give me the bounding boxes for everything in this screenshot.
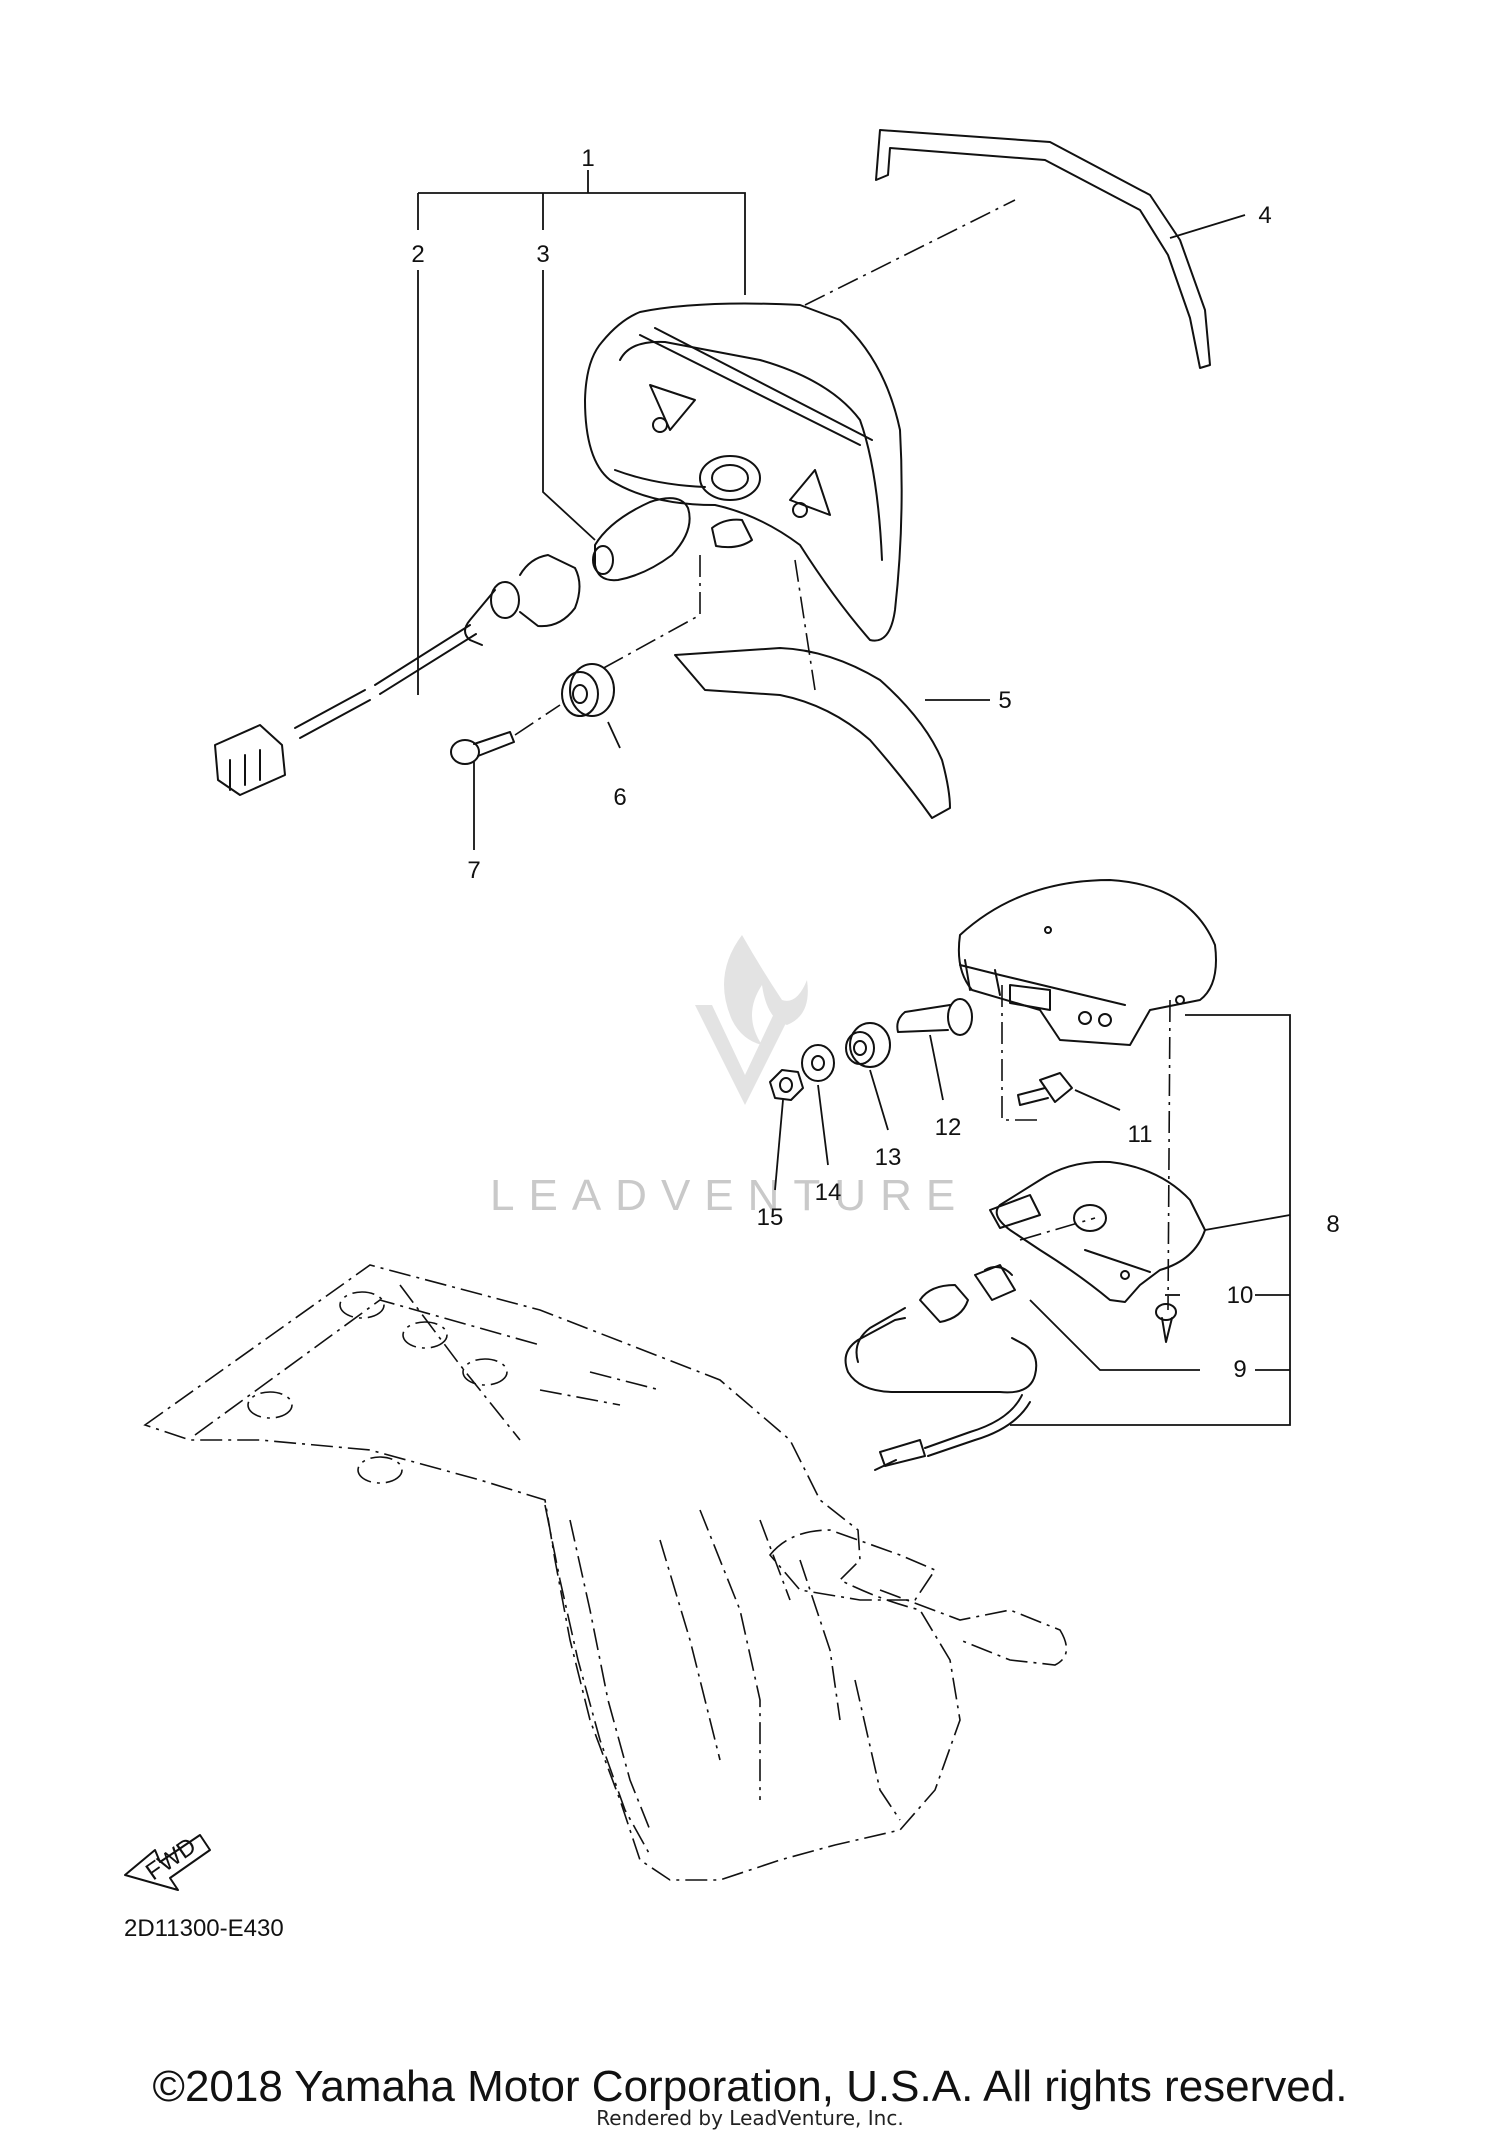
- callout-8[interactable]: 8: [1326, 1211, 1339, 1238]
- part-7-screw[interactable]: [450, 731, 515, 765]
- callout-2[interactable]: 2: [411, 241, 424, 268]
- lower-lamp-bracket[interactable]: [989, 1160, 1206, 1303]
- part-12-collar[interactable]: [896, 998, 973, 1036]
- callout-7[interactable]: 7: [467, 857, 480, 884]
- callout-9[interactable]: 9: [1233, 1356, 1246, 1383]
- part-1-taillight-housing[interactable]: [584, 302, 903, 642]
- callout-15[interactable]: 15: [757, 1204, 784, 1231]
- callout-3[interactable]: 3: [536, 241, 549, 268]
- fwd-direction-arrow: FWD: [124, 1832, 211, 1891]
- rear-fender-phantom: [143, 1264, 1068, 1881]
- callout-11[interactable]: 11: [1128, 1121, 1153, 1148]
- watermark-text: LEADVENTURE: [490, 1171, 969, 1220]
- part-14-washer[interactable]: [801, 1044, 835, 1082]
- part-2-socket-harness[interactable]: [214, 554, 581, 796]
- part-4-upper-cover[interactable]: [875, 129, 1211, 369]
- part-3-bulb[interactable]: [592, 497, 691, 582]
- leader-lines: [417, 170, 1291, 1426]
- copyright-notice: ©2018 Yamaha Motor Corporation, U.S.A. A…: [152, 2062, 1348, 2111]
- rendered-by-credit: Rendered by LeadVenture, Inc.: [596, 2106, 904, 2130]
- part-15-nut[interactable]: [769, 1069, 804, 1101]
- part-9-bulb-socket[interactable]: [844, 1264, 1038, 1471]
- leadventure-watermark: LEADVENTURE: [490, 935, 969, 1220]
- callout-5[interactable]: 5: [998, 687, 1011, 714]
- callout-1[interactable]: 1: [581, 145, 594, 172]
- callout-numbers: 1 2 3 4 5 6 7 8 9 10 11 12 13 14 15: [411, 145, 1339, 1383]
- part-11-bolt[interactable]: [1017, 1072, 1073, 1106]
- callout-14[interactable]: 14: [815, 1179, 842, 1206]
- alignment-lines-lower: [1001, 985, 1171, 1311]
- diagram-code: 2D11300-E430: [124, 1915, 284, 1942]
- alignment-lines-upper: [514, 199, 1016, 736]
- part-13-grommet[interactable]: [845, 1022, 891, 1068]
- callout-12[interactable]: 12: [935, 1114, 962, 1141]
- callout-6[interactable]: 6: [613, 784, 626, 811]
- callout-4[interactable]: 4: [1258, 202, 1271, 229]
- part-10-screw[interactable]: [1155, 1303, 1177, 1343]
- callout-10[interactable]: 10: [1227, 1282, 1254, 1309]
- part-8-license-lamp-assembly[interactable]: [957, 879, 1217, 1046]
- part-6-grommet[interactable]: [561, 663, 615, 717]
- part-5-lower-cover[interactable]: [674, 647, 951, 819]
- callout-13[interactable]: 13: [875, 1144, 902, 1171]
